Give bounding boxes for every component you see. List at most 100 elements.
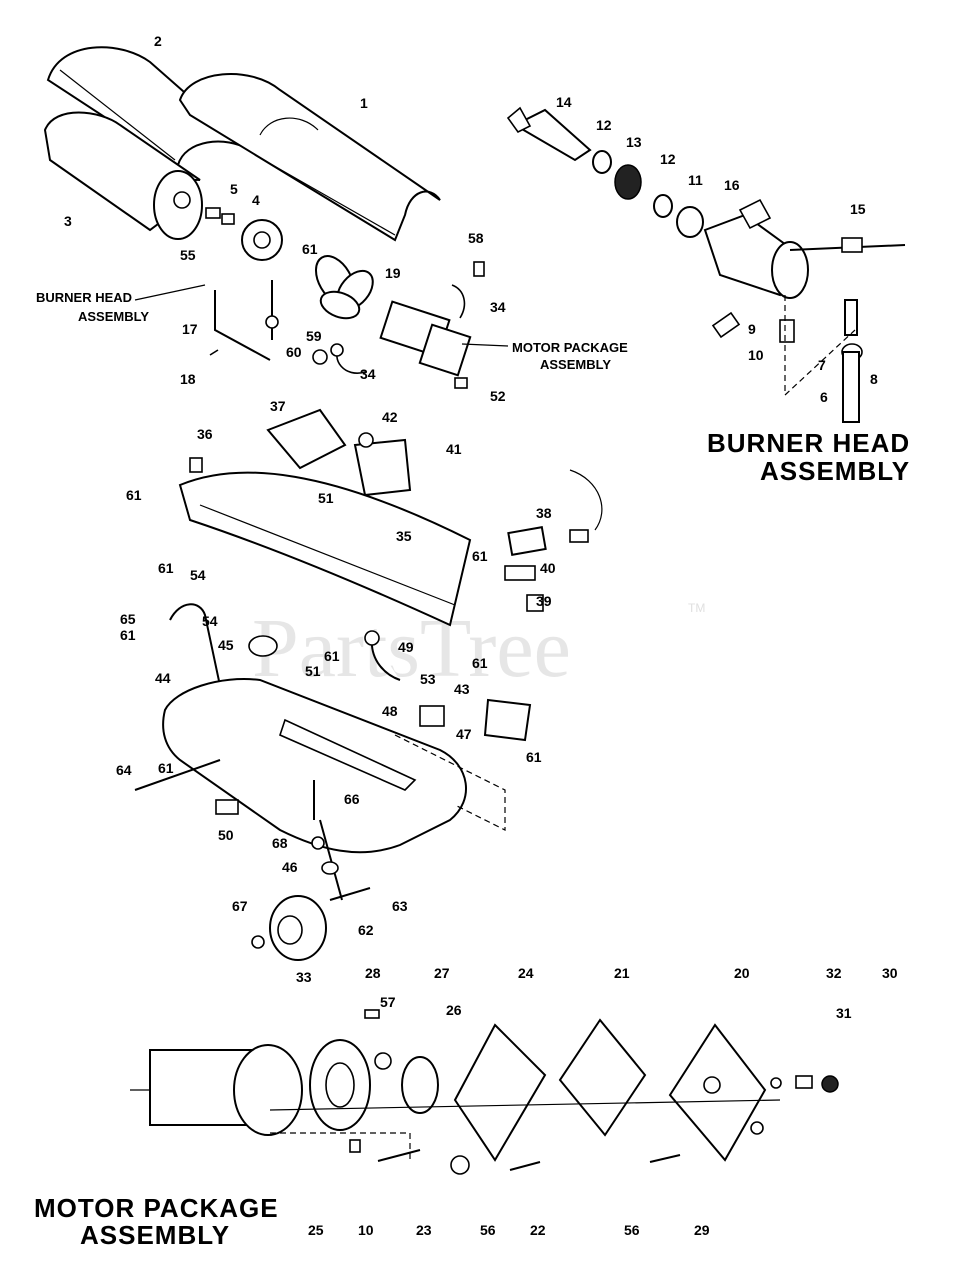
callout-49: 49: [398, 639, 414, 655]
callout-3: 3: [64, 213, 72, 229]
callout-37: 37: [270, 398, 286, 414]
callout-26: 26: [446, 1002, 462, 1018]
callout-33: 33: [296, 969, 312, 985]
callout-5: 5: [230, 181, 238, 197]
callout-44: 44: [155, 670, 171, 686]
callout-47: 47: [456, 726, 472, 742]
part-lower-shell: [43, 111, 203, 240]
callout-68: 68: [272, 835, 288, 851]
part-upper-shell: [178, 73, 441, 242]
callout-16: 16: [724, 177, 740, 193]
callout-10: 10: [358, 1222, 374, 1238]
part-63-axle-rod: [329, 887, 371, 901]
part-16-burner-head: [703, 198, 809, 299]
callout-58: 58: [468, 230, 484, 246]
callout-61: 61: [472, 655, 488, 671]
part-61-stud: [265, 280, 279, 340]
callout-1: 1: [360, 95, 368, 111]
callout-34: 34: [360, 366, 376, 382]
callout-50: 50: [218, 827, 234, 843]
callout-66: 66: [344, 791, 360, 807]
assembly-line-burner: [784, 295, 856, 397]
part-28-adapter: [309, 1039, 371, 1131]
part-53-label: [419, 705, 445, 727]
part-67-nut: [251, 935, 265, 949]
part-57-screw: [364, 1009, 380, 1019]
part-52-label: [454, 377, 468, 389]
part-36-clip: [189, 457, 203, 473]
part-12-washer-a: [592, 150, 612, 174]
section-label-motor-package-top: MOTOR PACKAGE ASSEMBLY: [461, 340, 628, 372]
callout-20: 20: [734, 965, 750, 981]
callout-24: 24: [518, 965, 534, 981]
callout-55: 55: [180, 247, 196, 263]
axis-line-motor: [269, 1099, 781, 1111]
callout-42: 42: [382, 409, 398, 425]
callout-52: 52: [490, 388, 506, 404]
part-35-lower-shell: [178, 471, 472, 627]
callout-39: 39: [536, 593, 552, 609]
callout-51: 51: [305, 663, 321, 679]
motor-package-label-line2: ASSEMBLY: [540, 357, 611, 372]
callout-14: 14: [556, 94, 572, 110]
part-42-nut: [358, 432, 374, 448]
callout-61: 61: [526, 749, 542, 765]
part-upper-shell-left: [46, 46, 251, 167]
part-13-spring: [614, 164, 642, 200]
part-40-plate: [504, 565, 536, 581]
part-58-screw: [473, 261, 485, 277]
motor-package-detail-title-1: MOTOR PACKAGE: [34, 1193, 279, 1223]
callout-23: 23: [416, 1222, 432, 1238]
callout-18: 18: [180, 371, 196, 387]
callout-61: 61: [126, 487, 142, 503]
callout-29: 29: [694, 1222, 710, 1238]
motor-package-detail-title-2: ASSEMBLY: [80, 1220, 230, 1250]
part-43-control-box: [483, 698, 532, 742]
part-41-bracket: [353, 438, 412, 497]
callout-51: 51: [318, 490, 334, 506]
burner-head-label-line1: BURNER HEAD: [36, 290, 132, 305]
callout-13: 13: [626, 134, 642, 150]
part-44-fuel-tank: [162, 678, 467, 854]
callout-21: 21: [614, 965, 630, 981]
callout-61: 61: [324, 648, 340, 664]
part-32-31-30-parts: [770, 1075, 839, 1093]
callout-28: 28: [365, 965, 381, 981]
callout-7: 7: [818, 357, 826, 373]
section-label-burner-head-top: BURNER HEAD ASSEMBLY: [36, 284, 206, 324]
callout-63: 63: [392, 898, 408, 914]
callout-43: 43: [454, 681, 470, 697]
callout-60: 60: [286, 344, 302, 360]
watermark: PartsTree: [252, 602, 571, 695]
callout-2: 2: [154, 33, 162, 49]
callout-38: 38: [536, 505, 552, 521]
burner-head-detail-title-2: ASSEMBLY: [760, 456, 910, 486]
callout-46: 46: [282, 859, 298, 875]
callout-36: 36: [197, 426, 213, 442]
part-55-burner-head: [241, 219, 283, 261]
callout-61: 61: [158, 560, 174, 576]
part-27-grommet: [374, 1052, 392, 1070]
callout-62: 62: [358, 922, 374, 938]
callout-56: 56: [480, 1222, 496, 1238]
callout-31: 31: [836, 1005, 852, 1021]
part-11-sleeve: [676, 206, 704, 238]
part-18-fitting: [209, 349, 219, 356]
callout-35: 35: [396, 528, 412, 544]
callout-65: 65: [120, 611, 136, 627]
callout-40: 40: [540, 560, 556, 576]
part-24-housing: [453, 1023, 547, 1162]
part-15-electrode: [789, 237, 906, 253]
part-50-label: [215, 799, 239, 815]
callout-19: 19: [385, 265, 401, 281]
callout-32: 32: [826, 965, 842, 981]
callout-61: 61: [158, 760, 174, 776]
part-49-48-hose: [364, 630, 401, 681]
part-20-bracket: [668, 1023, 767, 1162]
burner-head-detail-title-1: BURNER HEAD: [707, 428, 910, 458]
callout-53: 53: [420, 671, 436, 687]
part-26-cap: [401, 1056, 439, 1114]
part-33-motor: [130, 1044, 303, 1136]
part-68-46-leg: [311, 819, 343, 901]
